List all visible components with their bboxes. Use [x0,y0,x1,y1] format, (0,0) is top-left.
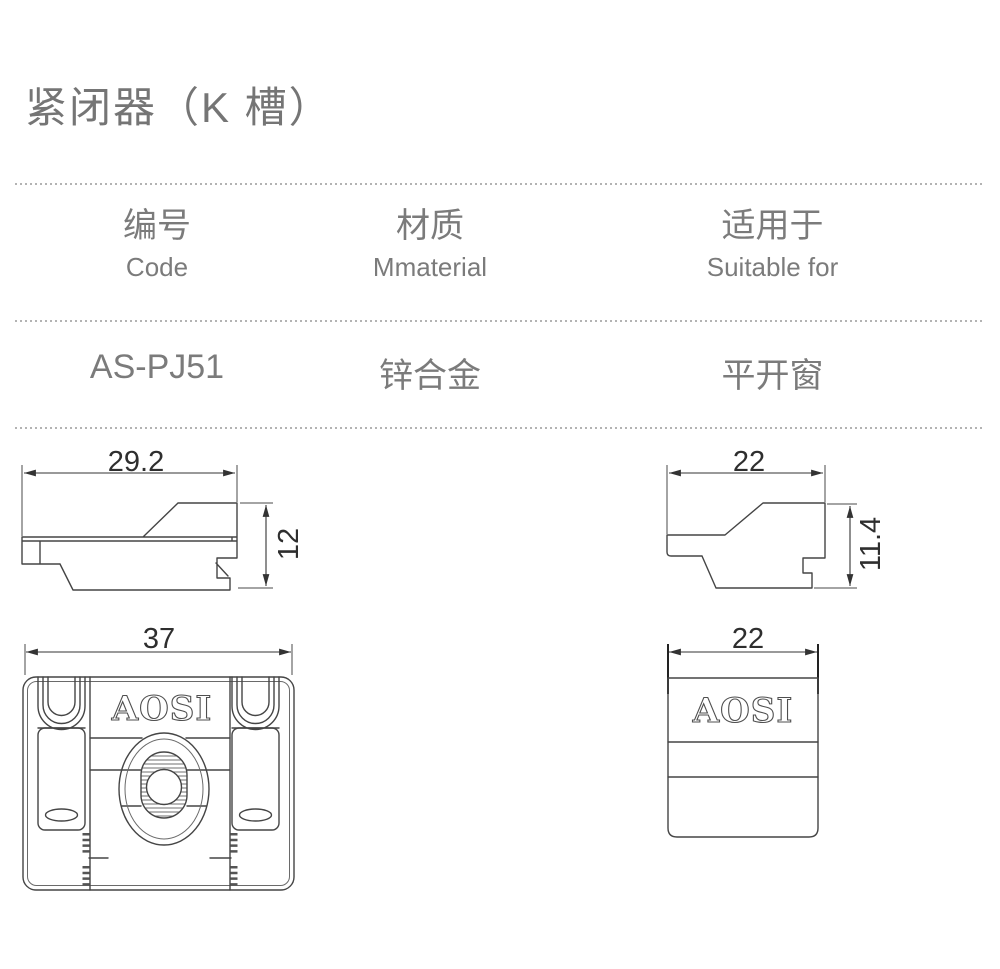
front-body-outer-outline [22,676,295,891]
cell-code-value: AS-PJ51 [89,348,225,386]
dotted-divider-middle [15,320,985,322]
dotted-divider-bottom [15,427,985,429]
dim-label-keeper-front-width: 22 [732,623,764,655]
drawing-side-view-keeper: 22 11.4 [666,446,887,589]
column-header-code-zh: 编号 [123,207,191,245]
front-body-inner-outline [27,681,290,886]
dim-label-body-height: 12 [273,528,305,560]
front-body-mid-lines [89,737,231,807]
front-body-boss-inner [124,738,204,840]
dotted-divider-top [15,183,985,185]
front-body-screw-hole [145,768,183,806]
front-body-boss-outer [118,732,210,846]
drawing-front-view-keeper: 22 AOSI [667,623,819,838]
front-body-clip-right [231,676,280,731]
column-header-code: 编号 Code [37,205,277,283]
front-keeper-step-lines [667,741,819,778]
technical-drawings: 29.2 12 22 11.4 37 [21,446,887,891]
dim-label-keeper-height: 11.4 [855,517,887,571]
front-body-clip-left [37,676,86,731]
column-header-suitable-en: Suitable for [706,251,839,282]
brand-logo-keeper: AOSI [692,691,793,731]
front-body-oval-hole-left [44,808,79,822]
column-header-material-zh: 材质 [396,207,464,245]
brand-logo-body: AOSI [111,689,212,729]
cell-suitable-value: 平开窗 [721,357,824,395]
front-body-oval-hole-right [238,808,273,822]
dim-label-front-width: 37 [143,623,175,655]
cell-material-value: 锌合金 [379,357,481,395]
drawing-front-view-body: 37 AOSI [22,623,295,891]
side-view-keeper-outline [666,502,826,589]
front-keeper-outline [667,677,819,838]
column-header-suitable: 适用于 Suitable for [650,205,895,283]
page-title: 紧闭器（K 槽） [25,84,333,131]
column-header-material: 材质 Mmaterial [310,205,550,283]
column-header-material-en: Mmaterial [372,251,488,282]
drawing-side-view-body: 29.2 12 [21,446,305,591]
front-body-slot-left [37,727,86,831]
column-header-suitable-zh: 适用于 [721,207,824,245]
side-view-body-outline [21,502,238,591]
column-header-code-en: Code [125,251,189,282]
front-body-slot-right [231,727,280,831]
